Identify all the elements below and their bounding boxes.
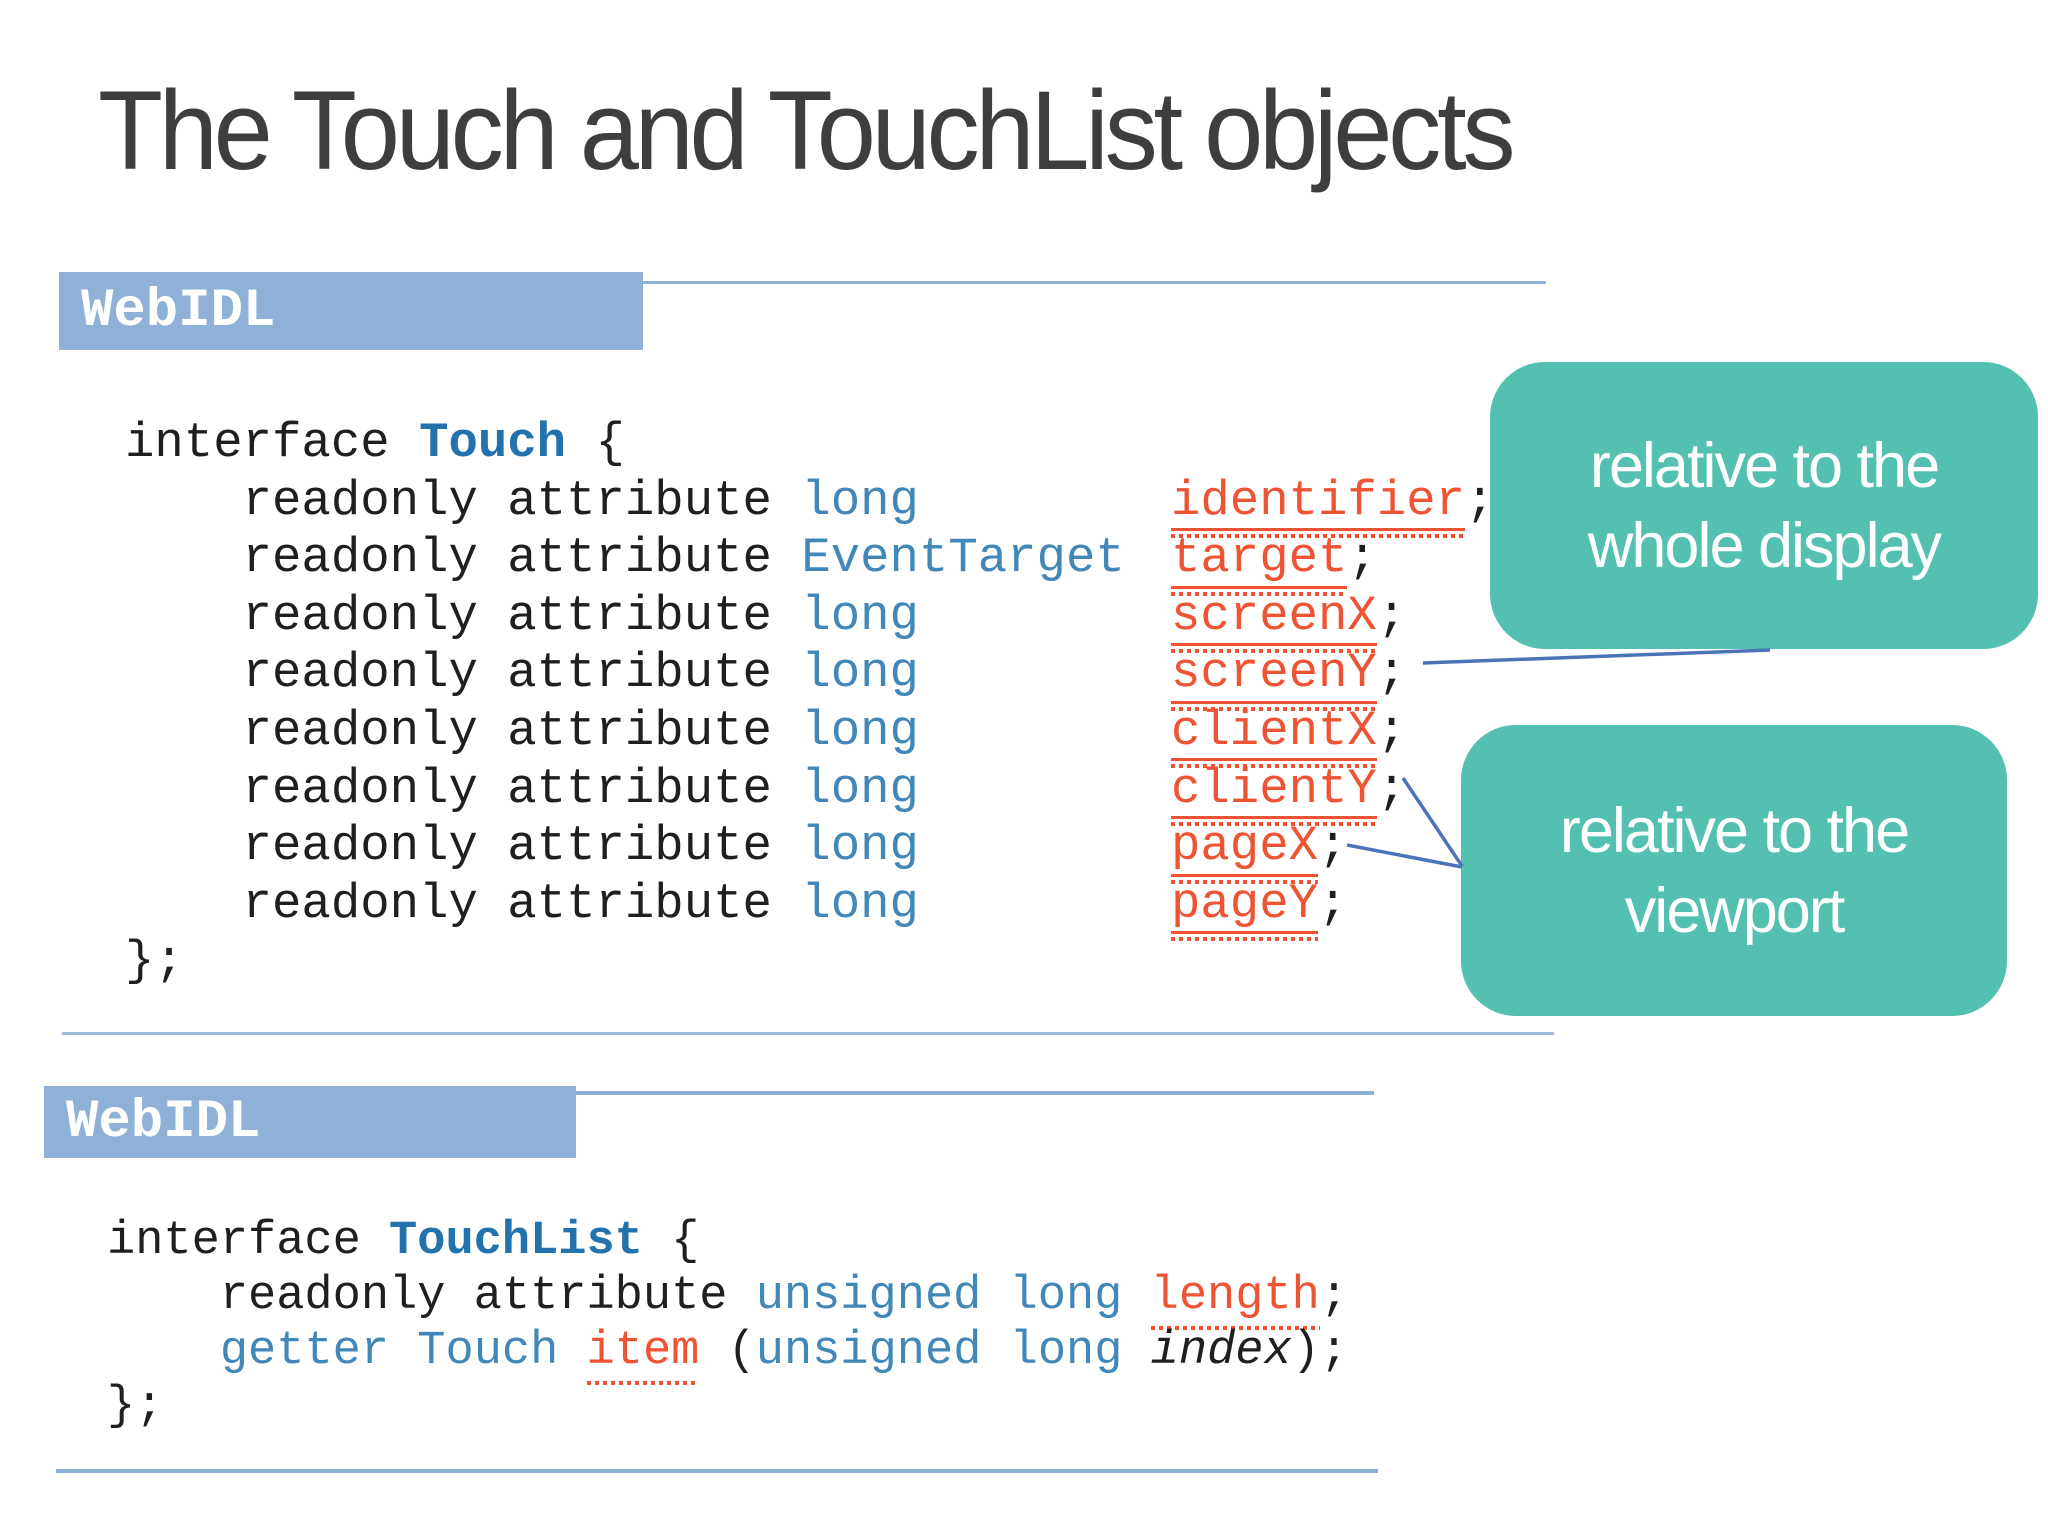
page-title: The Touch and TouchList objects xyxy=(98,68,1516,193)
code-segment: readonly attribute xyxy=(125,702,802,759)
attribute-name-column: pageY; xyxy=(1171,875,1348,942)
bottom-divider xyxy=(56,1469,1378,1473)
code-segment: ; xyxy=(1347,530,1377,587)
attribute-name: item xyxy=(586,1325,700,1385)
code-segment: ; xyxy=(1318,875,1348,932)
attribute-name: screenX xyxy=(1171,590,1377,654)
code-line: }; xyxy=(107,1379,1348,1434)
code-segment: TouchList xyxy=(389,1215,643,1268)
code-segment: readonly attribute xyxy=(125,818,802,875)
touch-interface-code: interface Touch { readonly attribute lon… xyxy=(125,415,1494,991)
code-segment: readonly attribute xyxy=(125,472,802,529)
webidl-header-1-label: WebIDL xyxy=(81,280,276,342)
code-segment: ; xyxy=(1376,760,1407,817)
code-segment: long xyxy=(801,645,919,702)
code-segment: ; xyxy=(1376,702,1407,759)
code-segment: ( xyxy=(699,1325,756,1378)
code-segment xyxy=(389,1325,417,1378)
code-segment: unsigned long xyxy=(755,1270,1123,1323)
attribute-name: pageX xyxy=(1171,820,1319,885)
code-segment: unsigned long xyxy=(755,1325,1123,1378)
code-line: readonly attribute long clientX; xyxy=(125,702,1406,769)
connector-pagex-to-viewport-callout xyxy=(1346,843,1463,869)
code-line: readonly attribute long clientY; xyxy=(125,760,1406,827)
code-segment xyxy=(558,1325,586,1378)
code-line: }; xyxy=(125,933,1125,991)
webidl-header-2-label: WebIDL xyxy=(66,1091,261,1153)
connector-screeny-to-display-callout xyxy=(1422,648,1771,665)
code-segment: ); xyxy=(1291,1325,1349,1378)
attribute-name-column: identifier; xyxy=(1171,472,1495,539)
code-segment: long xyxy=(801,760,919,817)
code-segment: long xyxy=(801,472,919,529)
attribute-name: identifier xyxy=(1171,475,1466,539)
code-segment xyxy=(1122,1325,1150,1378)
code-segment: readonly attribute xyxy=(107,1270,756,1323)
code-segment: long xyxy=(801,875,919,932)
code-line: readonly attribute long pageY; xyxy=(125,875,1347,942)
code-segment: readonly attribute xyxy=(125,760,802,817)
attribute-name: pageY xyxy=(1171,878,1319,942)
code-segment: readonly attribute xyxy=(125,875,802,932)
code-segment: ; xyxy=(1318,818,1348,875)
webidl-header-1-rule xyxy=(643,281,1546,284)
touchlist-interface-code: interface TouchList { readonly attribute… xyxy=(107,1214,1348,1434)
attribute-name: target xyxy=(1171,532,1348,597)
code-segment: { xyxy=(566,415,625,471)
callout-viewport-line1: relative to the xyxy=(1559,795,1910,866)
code-segment: Touch xyxy=(417,1325,559,1378)
code-line: readonly attribute long screenY; xyxy=(125,645,1406,712)
code-segment: long xyxy=(801,587,919,644)
code-segment: index xyxy=(1150,1325,1292,1378)
code-line: readonly attribute long screenX; xyxy=(125,587,1406,654)
code-segment: ; xyxy=(1465,472,1495,529)
code-line: interface TouchList { xyxy=(107,1214,1348,1269)
attribute-name-column: clientX; xyxy=(1171,702,1407,769)
code-segment: interface xyxy=(125,415,420,471)
code-segment: getter xyxy=(219,1325,390,1378)
attribute-name: length xyxy=(1150,1270,1321,1330)
code-segment xyxy=(107,1325,220,1378)
code-segment: ; xyxy=(1376,587,1407,644)
callout-viewport-line2: viewport xyxy=(1624,875,1846,946)
attribute-name-column: clientY; xyxy=(1171,760,1407,827)
code-line: readonly attribute EventTarget target; xyxy=(125,530,1377,597)
callout-whole-display-line2: whole display xyxy=(1587,510,1942,581)
attribute-name: clientY xyxy=(1171,763,1377,827)
code-line: readonly attribute unsigned long length; xyxy=(107,1269,1349,1330)
webidl-header-1: WebIDL xyxy=(59,272,643,350)
attribute-name-column: screenY; xyxy=(1171,645,1407,712)
code-line: readonly attribute long pageX; xyxy=(125,818,1347,885)
code-segment: long xyxy=(801,702,919,759)
code-segment: }; xyxy=(107,1380,164,1433)
attribute-name: screenY xyxy=(1171,647,1377,712)
connector-clienty-to-viewport-callout xyxy=(1401,777,1464,867)
code-segment: readonly attribute xyxy=(125,645,802,702)
code-segment: readonly attribute xyxy=(125,530,802,587)
attribute-name-column: screenX; xyxy=(1171,587,1407,654)
code-segment: }; xyxy=(125,933,184,990)
code-line: readonly attribute long identifier; xyxy=(125,472,1494,539)
webidl-header-2: WebIDL xyxy=(44,1086,576,1158)
code-segment: ; xyxy=(1376,645,1407,702)
callout-whole-display-line1: relative to the xyxy=(1589,430,1940,501)
code-segment: readonly attribute xyxy=(125,587,802,644)
code-line: getter Touch item (unsigned long index); xyxy=(107,1324,1349,1385)
code-segment xyxy=(1122,1270,1150,1323)
code-segment: long xyxy=(801,818,919,875)
code-segment: interface xyxy=(107,1215,390,1268)
code-line: interface Touch { xyxy=(125,415,1125,473)
callout-viewport: relative to the viewport xyxy=(1461,725,2007,1016)
code-segment: Touch xyxy=(419,415,567,471)
code-segment: ; xyxy=(1319,1270,1349,1323)
attribute-name-column: pageX; xyxy=(1171,818,1348,885)
attribute-name-column: target; xyxy=(1171,530,1377,597)
code-segment: EventTarget xyxy=(801,530,1125,587)
section-divider xyxy=(62,1032,1554,1035)
code-segment: { xyxy=(642,1215,700,1268)
callout-whole-display: relative to the whole display xyxy=(1490,362,2038,649)
webidl-header-2-rule xyxy=(576,1091,1374,1095)
attribute-name: clientX xyxy=(1171,705,1377,769)
